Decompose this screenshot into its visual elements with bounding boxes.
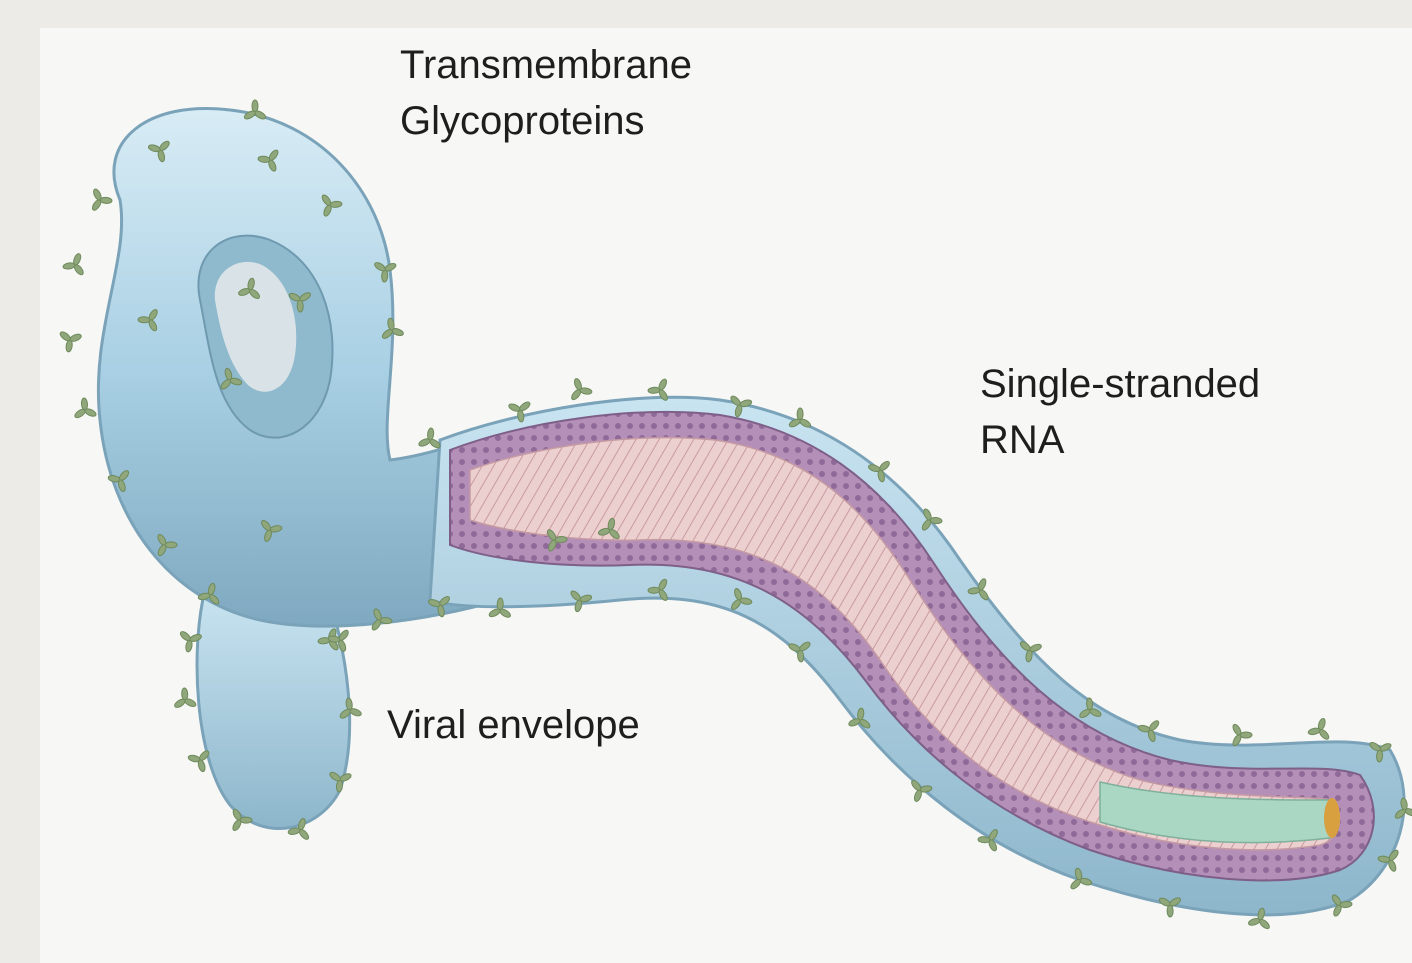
glycoprotein-spike-icon bbox=[60, 251, 91, 282]
nucleocapsid-tip bbox=[1324, 798, 1340, 838]
glycoprotein-spike-icon bbox=[1306, 715, 1335, 742]
label-transmembrane-glycoproteins: Transmembrane Glycoproteins bbox=[400, 37, 692, 149]
glycoprotein-spike-icon bbox=[68, 395, 99, 426]
label-viral-envelope: Viral envelope bbox=[387, 697, 640, 753]
glycoprotein-spike-icon bbox=[168, 685, 198, 716]
glycoprotein-spike-icon bbox=[91, 188, 113, 213]
glycoprotein-spike-icon bbox=[57, 330, 83, 354]
label-single-stranded-rna: Single-stranded RNA bbox=[980, 356, 1260, 468]
